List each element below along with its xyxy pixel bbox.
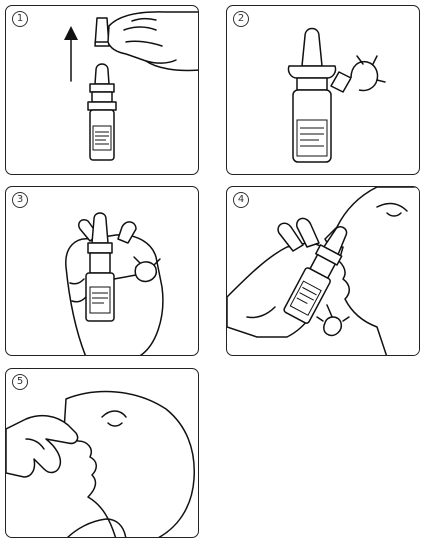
spray-bottle-icon [283,226,348,324]
cap-icon [94,17,110,47]
step-5-panel: 5 [5,368,199,538]
step-2-illustration [287,27,386,163]
step-2-panel: 2 [226,5,420,175]
step-3-illustration [65,212,164,355]
safety-clip-icon [330,55,386,93]
step-5-badge: 5 [12,374,28,390]
step-2-badge: 2 [233,11,249,27]
step-4-illustration [227,187,419,355]
hand-icon [107,11,198,72]
spray-bottle-icon [287,27,337,163]
step-4-badge: 4 [233,192,249,208]
neck-collar-icon [67,518,127,537]
safety-clip-icon [316,304,350,337]
step-1-illustration [64,11,198,161]
hand-icon [6,414,79,478]
safety-clip-icon [113,256,161,283]
step-5-illustration [6,390,195,537]
face-icon [63,390,195,537]
spray-bottle-icon [87,63,117,161]
face-icon [324,187,419,355]
step-1-badge: 1 [12,11,28,27]
step-1-panel: 1 [5,5,199,175]
step-3-badge: 3 [12,192,28,208]
step-3-panel: 3 [5,186,199,356]
spray-bottle-icon [85,212,115,322]
step-4-panel: 4 [226,186,420,356]
up-arrow-icon [64,26,78,82]
